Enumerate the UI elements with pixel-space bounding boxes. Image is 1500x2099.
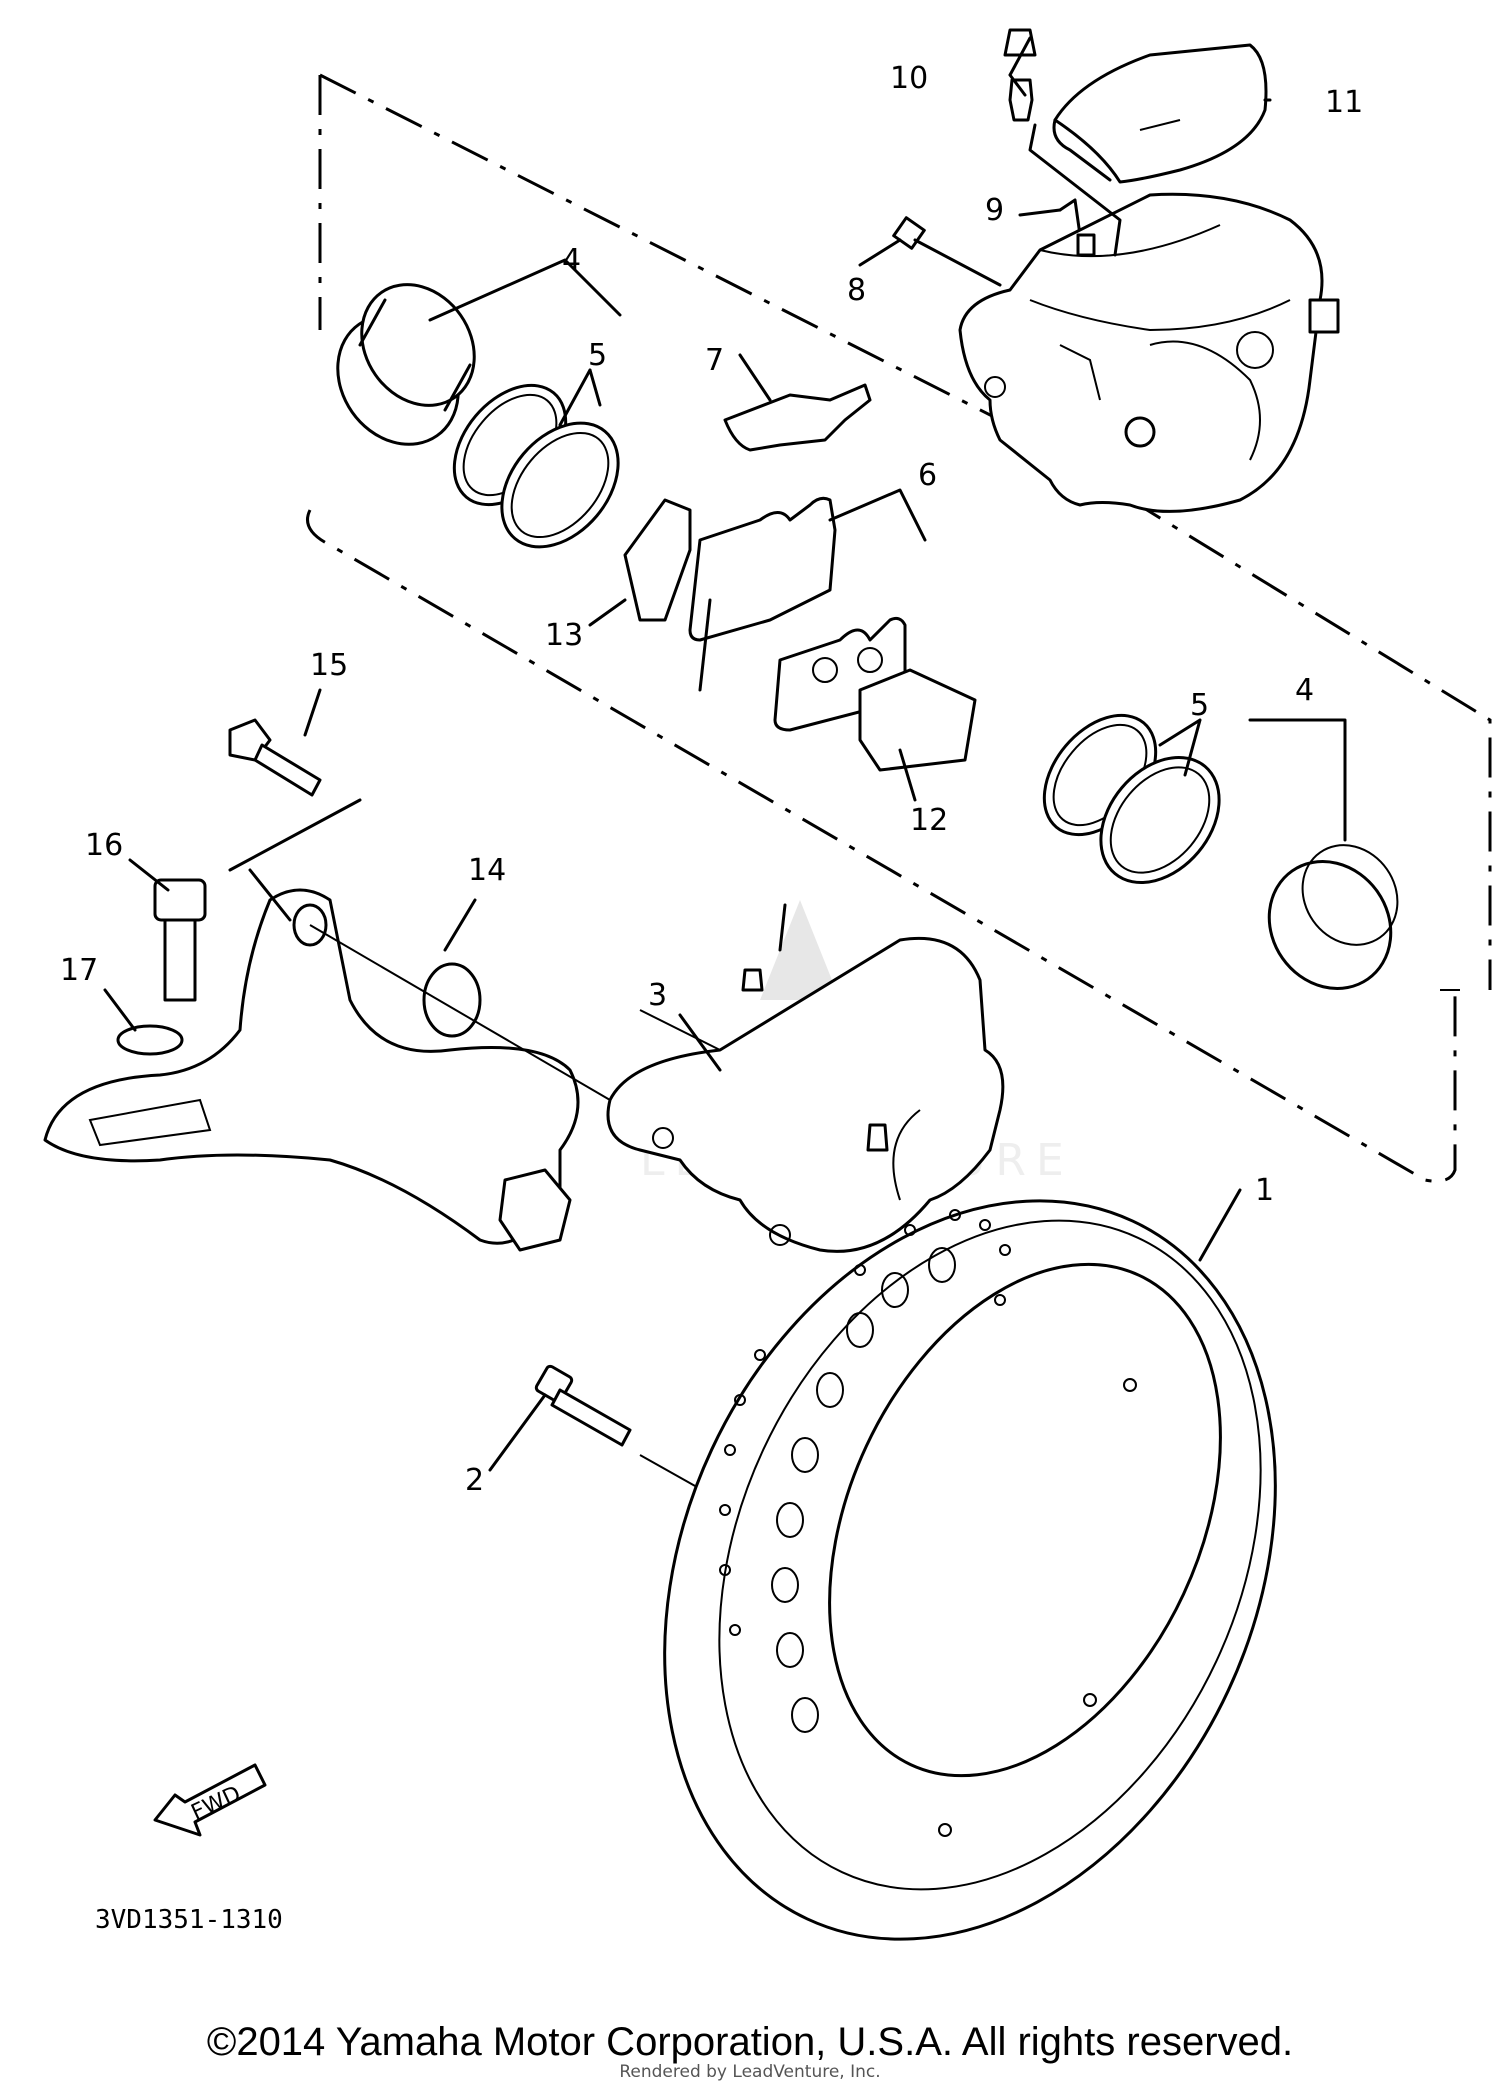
callout-13: 13 bbox=[545, 618, 583, 653]
callout-1: 1 bbox=[1255, 1173, 1274, 1208]
part-11-cover bbox=[1052, 43, 1268, 184]
callout-15: 15 bbox=[310, 648, 348, 683]
part-10-bleed-screw bbox=[1003, 28, 1037, 122]
callout-7: 7 bbox=[705, 343, 724, 378]
callout-9: 9 bbox=[985, 193, 1004, 228]
part-code: 3VD1351-1310 bbox=[95, 1905, 283, 1935]
part-14-sleeve bbox=[422, 962, 482, 1038]
part-7-pad-spring bbox=[723, 383, 872, 452]
part-4-piston-lower bbox=[1267, 844, 1399, 990]
callout-8: 8 bbox=[847, 273, 866, 308]
exploded-frame bbox=[306, 73, 1492, 1183]
callout-14: 14 bbox=[468, 853, 506, 888]
part-17-washer bbox=[116, 1024, 184, 1056]
callout-2: 2 bbox=[465, 1463, 484, 1498]
part-2-bolt bbox=[534, 1364, 632, 1447]
callout-3: 3 bbox=[648, 978, 667, 1013]
upper-caliper-body bbox=[958, 192, 1340, 513]
part-9-clip bbox=[1058, 198, 1082, 237]
part-15-bolt bbox=[228, 718, 322, 797]
part-1-brake-disc bbox=[663, 1199, 1277, 1941]
part-5-seals-upper bbox=[452, 383, 620, 549]
callout-6: 6 bbox=[918, 458, 937, 493]
part-3-caliper-assembly bbox=[606, 936, 1005, 1253]
part-16-bolt bbox=[153, 878, 207, 1002]
part-6-brake-pads bbox=[688, 496, 907, 732]
callout-11: 11 bbox=[1325, 85, 1363, 120]
callout-17: 17 bbox=[60, 953, 98, 988]
part-5-seals-lower bbox=[1042, 713, 1221, 885]
callout-5-upper: 5 bbox=[588, 338, 607, 373]
copyright-notice: ©2014 Yamaha Motor Corporation, U.S.A. A… bbox=[206, 2020, 1294, 2064]
assembly-lines bbox=[228, 123, 1122, 1501]
part-12-shim bbox=[858, 668, 977, 772]
fwd-arrow-icon: FWD bbox=[153, 1763, 267, 1837]
disc-holes bbox=[719, 1209, 1137, 1837]
part-13-shim bbox=[623, 498, 692, 622]
callout-5-lower: 5 bbox=[1190, 688, 1209, 723]
callout-16: 16 bbox=[85, 828, 123, 863]
rendered-by-text: Rendered by LeadVenture, Inc. bbox=[619, 2062, 881, 2082]
callout-4-upper: 4 bbox=[562, 243, 581, 278]
callout-10: 10 bbox=[890, 61, 928, 96]
callout-4-lower: 4 bbox=[1295, 673, 1314, 708]
part-4-piston-upper bbox=[336, 283, 476, 446]
callout-12: 12 bbox=[910, 803, 948, 838]
leader-lines bbox=[103, 36, 1347, 1472]
caliper-bracket bbox=[43, 888, 580, 1252]
